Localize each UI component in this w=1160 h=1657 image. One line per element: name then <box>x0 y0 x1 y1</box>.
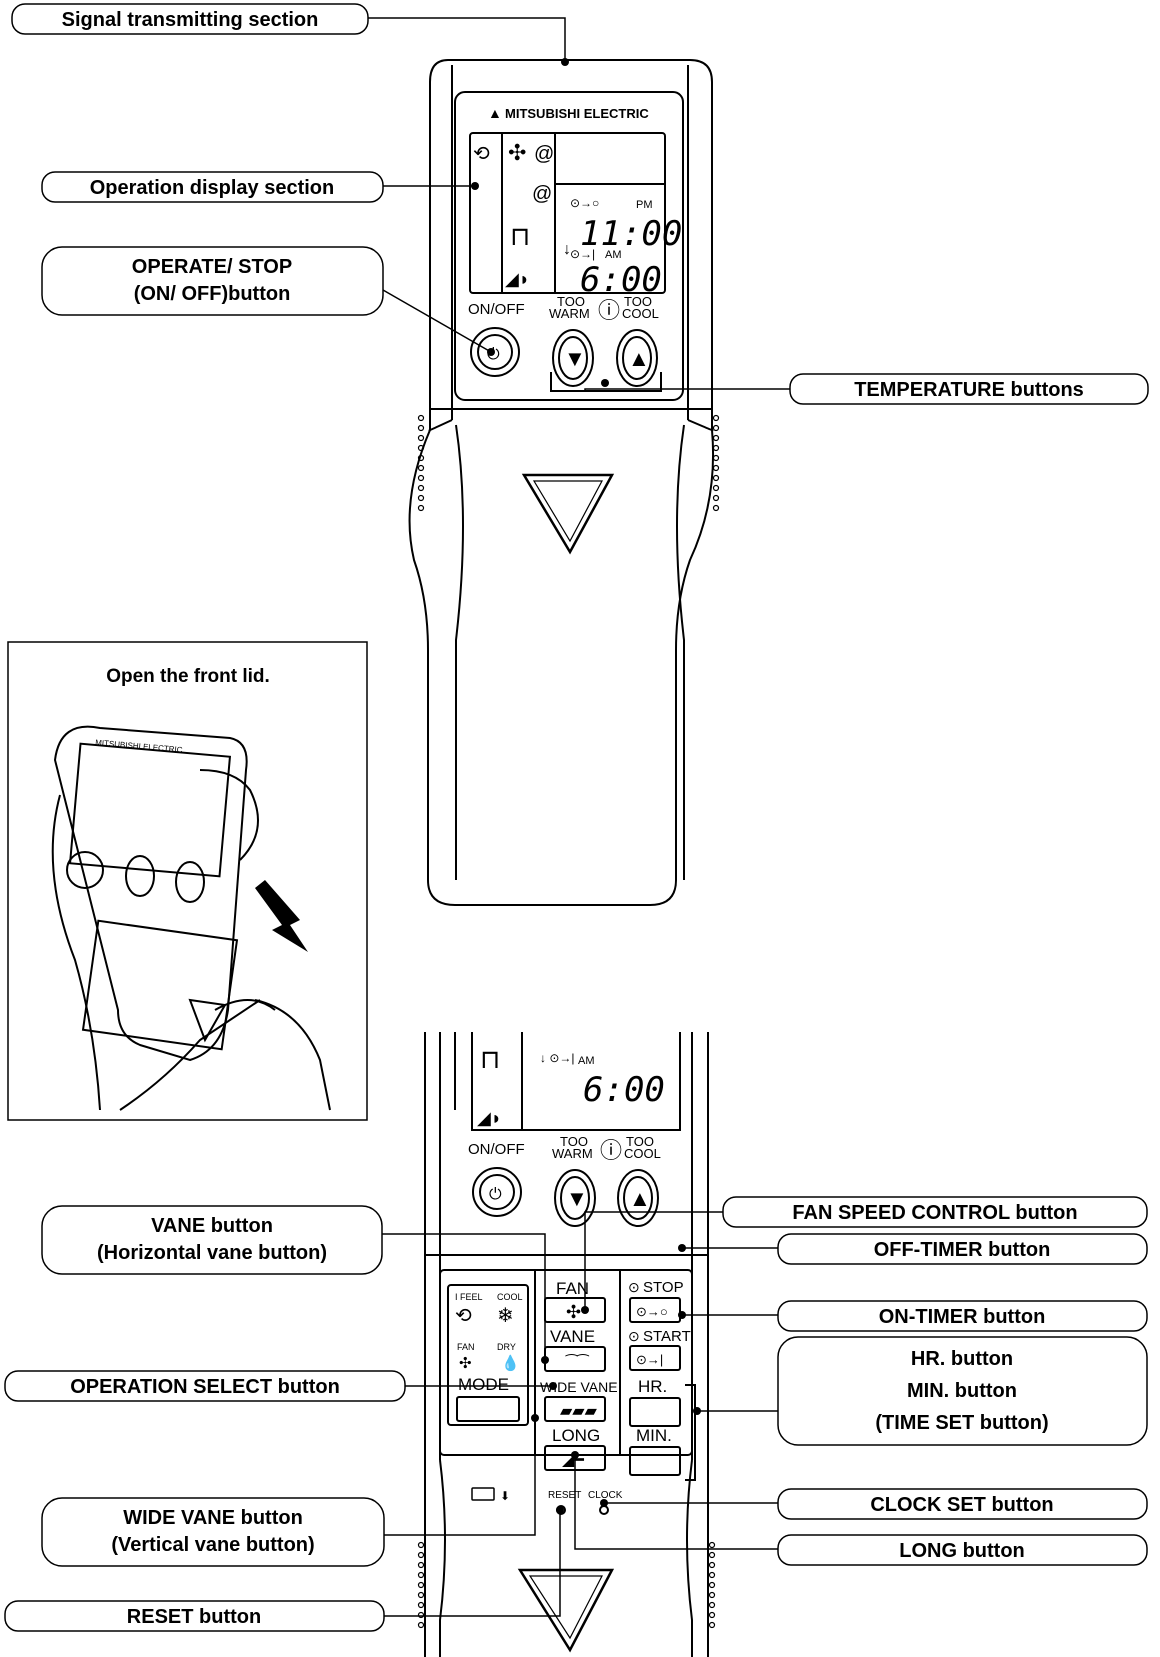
min-label: MIN. <box>636 1426 672 1445</box>
on-off-label: ON/OFF <box>468 1141 525 1158</box>
callout-wide-vane-line1: WIDE VANE button <box>123 1507 303 1529</box>
long-icon: ◢◗ <box>477 1108 502 1128</box>
stop-label: STOP <box>643 1279 684 1296</box>
too-cool-label-2: COOL <box>624 1146 661 1161</box>
callout-wide-vane-line2: (Vertical vane button) <box>111 1534 314 1556</box>
callout-long: LONG button <box>899 1540 1025 1562</box>
vane-icon: ⊓ <box>480 1044 500 1074</box>
callout-on-timer: ON-TIMER button <box>879 1306 1046 1328</box>
ifeel-label: I FEEL <box>455 1292 483 1302</box>
callout-operation-select: OPERATION SELECT button <box>70 1376 340 1398</box>
fan-label: FAN <box>556 1279 589 1298</box>
callout-temperature: TEMPERATURE buttons <box>854 379 1084 401</box>
callout-hr-line2: MIN. button <box>907 1380 1017 1402</box>
open-lid-illustration: Open the front lid. MITSUBISHI ELECTRIC <box>7 641 368 1121</box>
too-cool-label-2: COOL <box>622 306 659 321</box>
wide-vane-icon: ▰▰▰ <box>560 1403 598 1420</box>
i-feel-icon: ⓘ <box>600 1138 622 1163</box>
callout-boxes <box>4 3 1149 1632</box>
swirl-icon-2: @ <box>532 183 552 205</box>
callout-off-timer: OFF-TIMER button <box>874 1239 1051 1261</box>
down-arrow-icon: ▼ <box>564 346 586 371</box>
on-time-display: 6:00 <box>583 1070 665 1110</box>
on-time-display: 6:00 <box>580 260 662 300</box>
mitsubishi-logo-icon: ▲ <box>488 105 502 121</box>
too-warm-label-1: TOO <box>557 294 585 309</box>
open-front-lid-caption: Open the front lid. <box>106 666 270 687</box>
down-arrow-icon: ▼ <box>566 1186 588 1211</box>
off-time-display: 11:00 <box>580 214 682 254</box>
dry-icon: 💧 <box>501 1354 520 1372</box>
leader-lines <box>368 17 790 1617</box>
swirl-icon: @ <box>534 143 554 165</box>
vane-label: VANE <box>550 1327 595 1346</box>
callout-vane-line2: (Horizontal vane button) <box>97 1242 327 1264</box>
fan-small-label: FAN <box>457 1342 475 1352</box>
vane-swing-icon: ⁀⁀ <box>565 1354 589 1370</box>
fan-icon: ✣ <box>508 140 526 165</box>
lcd-icons-top: ▲ MITSUBISHI ELECTRIC ⟲ ✣ @ @ ⊓ ↓ ◢◗ ⊙→○… <box>468 105 682 371</box>
cool-label: COOL <box>497 1292 523 1302</box>
reset-label: RESET <box>548 1490 581 1501</box>
bottom-remote-labels: ⊓ ↓ ⊙→| AM 6:00 ◢◗ ON/OFF TOO WARM ⓘ TOO… <box>455 1044 691 1503</box>
up-arrow-icon: ▲ <box>629 1186 651 1211</box>
remote-top <box>408 59 720 906</box>
callout-reset: RESET button <box>127 1606 261 1628</box>
remote-bottom <box>417 1032 716 1657</box>
clock-icon-start: ⊙ <box>628 1328 640 1344</box>
cool-icon: ❄ <box>497 1305 514 1327</box>
too-warm-label-2: WARM <box>549 306 590 321</box>
callout-hr-line3: (TIME SET button) <box>875 1412 1048 1434</box>
clock-icon-stop: ⊙ <box>628 1279 640 1295</box>
callout-operate-stop-line2: (ON/ OFF)button <box>134 283 291 305</box>
clock-label: CLOCK <box>588 1490 623 1501</box>
too-warm-label-2: WARM <box>552 1146 593 1161</box>
mode-cycle-icon: ⟲ <box>473 143 490 165</box>
battery-icon: ⬇ <box>500 1489 510 1503</box>
callout-fan-speed: FAN SPEED CONTROL button <box>792 1202 1077 1224</box>
callout-vane-line1: VANE button <box>151 1215 273 1237</box>
callout-labels: Signal transmitting section Operation di… <box>62 9 1084 1628</box>
dry-label: DRY <box>497 1342 516 1352</box>
am-label: AM <box>605 249 622 261</box>
fan-speed-icon: ✣ <box>566 1302 581 1322</box>
am-label: AM <box>578 1055 595 1067</box>
i-feel-icon: ⓘ <box>598 298 620 323</box>
callout-operate-stop-line1: OPERATE/ STOP <box>132 256 292 278</box>
ifeel-icon: ⟲ <box>455 1305 472 1327</box>
fan-mode-icon: ✣ <box>459 1355 472 1372</box>
mode-label: MODE <box>458 1375 509 1394</box>
callout-operation-display: Operation display section <box>90 177 335 199</box>
wide-vane-label: WIDE VANE <box>540 1379 618 1395</box>
up-arrow-icon: ▲ <box>628 346 650 371</box>
callout-signal-transmitting: Signal transmitting section <box>62 9 319 31</box>
timer-on-icon: ⊙→| <box>570 247 595 261</box>
hr-label: HR. <box>638 1377 667 1396</box>
callout-hr-line1: HR. button <box>911 1348 1013 1370</box>
brand-name: MITSUBISHI ELECTRIC <box>505 106 649 121</box>
off-timer-icon: ⊙→○ <box>636 1304 668 1319</box>
too-cool-label-1: TOO <box>626 1134 654 1149</box>
mini-brand: MITSUBISHI ELECTRIC <box>95 738 183 755</box>
timer-off-icon: ⊙→○ <box>570 196 599 210</box>
timer-on-icon: ↓ ⊙→| <box>540 1051 575 1065</box>
long-label: LONG <box>552 1426 600 1445</box>
callout-clock-set: CLOCK SET button <box>870 1494 1053 1516</box>
too-warm-label-1: TOO <box>560 1134 588 1149</box>
on-off-label: ON/OFF <box>468 301 525 318</box>
leader-dots <box>471 58 701 1514</box>
vane-icon: ⊓ <box>510 221 530 251</box>
pm-label: PM <box>636 199 653 211</box>
power-icon: ⏻ <box>489 1186 502 1203</box>
too-cool-label-1: TOO <box>624 294 652 309</box>
on-timer-icon: ⊙→| <box>636 1352 663 1367</box>
start-label: START <box>643 1328 691 1345</box>
long-icon: ◢◗ <box>505 269 530 289</box>
arrow-down-icon: ↓ <box>563 241 571 258</box>
arrow-down-icon <box>255 880 308 952</box>
